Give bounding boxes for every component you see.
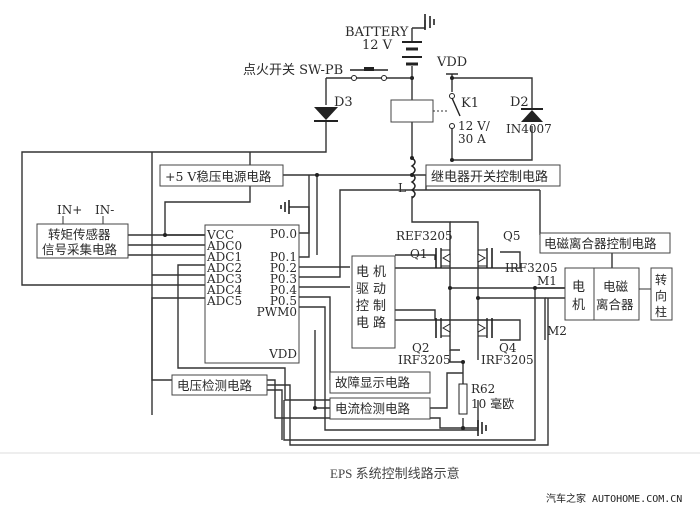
r62-label: R62 <box>471 382 495 396</box>
clutch-box <box>593 267 640 321</box>
pin-p05: P0.5 <box>270 294 297 308</box>
pin-adc3: ADC3 <box>206 272 242 286</box>
motor-char: 电 <box>572 280 585 295</box>
q4-label: Q4 <box>499 341 517 355</box>
q4-part: IRF3205 <box>481 353 534 367</box>
mosfet-q5 <box>477 248 493 268</box>
torque-sensor-label-1: 转矩传感器 <box>48 227 111 242</box>
relay-control-circuit-label: 继电器开关控制电路 <box>431 169 548 185</box>
voltage-detect-box <box>171 374 268 396</box>
diode-d2-label: D2 <box>510 95 529 110</box>
battery-voltage: 12 V <box>362 38 393 53</box>
resistor-r62 <box>458 383 468 415</box>
mcu-right-pins: P0.0 P0.1 P0.2 P0.3 P0.4 P0.5 PWM0 VDD <box>257 227 298 361</box>
motor-drive-control-box <box>351 255 396 349</box>
steering-char: 向 <box>655 288 667 303</box>
motor-drive-char: 电 <box>356 316 369 331</box>
regulator-box <box>159 164 284 187</box>
pin-vdd: VDD <box>268 347 297 361</box>
motor-drive-char: 动 <box>373 282 386 297</box>
pin-p00: P0.0 <box>270 227 297 241</box>
mosfet-q1 <box>435 248 451 268</box>
relay-switch-k1 <box>449 93 461 129</box>
mosfet-q2 <box>435 318 451 338</box>
diode-d3-label: D3 <box>334 95 353 110</box>
motor-drive-char: 驱 <box>356 282 369 297</box>
q5-label: Q5 <box>503 229 520 243</box>
pin-p01: P0.1 <box>270 250 297 264</box>
motor-drive-control-label: 电 机 驱 动 控 制 电 路 <box>356 265 386 331</box>
clutch-label-1: 电磁 <box>603 279 629 294</box>
diode-d3-symbol <box>314 107 338 122</box>
inductor-l <box>410 157 416 199</box>
fault-display-box <box>329 371 431 394</box>
watermark: 汽车之家 AUTOHOME.COM.CN <box>546 492 682 505</box>
pin-p04: P0.4 <box>270 283 298 297</box>
inductor-label: L <box>398 181 406 195</box>
steering-char: 转 <box>655 272 667 287</box>
diode-d2-part: IN4007 <box>506 122 552 136</box>
pin-p03: P0.3 <box>270 272 297 286</box>
q1-part: REF3205 <box>396 229 453 243</box>
ignition-switch-symbol <box>350 67 388 81</box>
diode-d2-symbol <box>521 108 543 122</box>
q5-part: IRF3205 <box>505 261 558 275</box>
ground-icon <box>477 420 487 436</box>
relay-coil <box>390 99 434 123</box>
voltage-detect-label: 电压检测电路 <box>177 378 253 393</box>
mcu-left-pins: VCC ADC0 ADC1 ADC2 ADC3 ADC4 ADC5 <box>206 228 242 308</box>
motor-drive-char: 控 <box>356 299 369 314</box>
ground-icon <box>424 14 435 30</box>
pin-vcc: VCC <box>206 228 234 242</box>
motor-char: 机 <box>572 298 585 313</box>
battery-label: BATTERY <box>345 25 409 40</box>
q2-label: Q2 <box>412 341 429 355</box>
torque-sensor-label-2: 信号采集电路 <box>42 242 118 257</box>
steering-char: 柱 <box>655 304 667 319</box>
motor-drive-char: 机 <box>373 265 386 280</box>
fault-display-label: 故障显示电路 <box>335 375 411 390</box>
input-plus-label: IN+ <box>57 203 82 217</box>
ground-icon <box>280 200 290 214</box>
pin-adc1: ADC1 <box>206 250 242 264</box>
pin-adc4: ADC4 <box>206 283 242 297</box>
current-detect-label: 电流检测电路 <box>335 401 411 416</box>
mosfet-q4 <box>477 318 493 338</box>
clutch-control-label: 电磁离合器控制电路 <box>544 236 657 251</box>
pin-pwm0: PWM0 <box>257 305 297 319</box>
relay-rating-2: 30 A <box>458 132 486 146</box>
relay-control-circuit-box <box>425 164 561 187</box>
pin-p02: P0.2 <box>270 261 297 275</box>
clutch-label-2: 离合器 <box>596 297 634 312</box>
q2-part: IRF3205 <box>398 353 451 367</box>
pin-adc0: ADC0 <box>206 239 242 253</box>
motor-drive-char: 路 <box>373 315 386 331</box>
pin-adc5: ADC5 <box>206 294 242 308</box>
current-detect-box <box>329 397 431 420</box>
input-minus-label: IN- <box>95 203 114 217</box>
vdd-label-top: VDD <box>436 55 467 70</box>
motor-drive-char: 制 <box>373 299 386 314</box>
m1-label: M1 <box>537 274 557 288</box>
ignition-switch-label: 点火开关 SW-PB <box>243 63 343 78</box>
relay-rating-1: 12 V/ <box>458 119 491 133</box>
q1-label: Q1 <box>410 247 427 261</box>
figure-caption: EPS 系统控制线路示意 <box>330 466 460 481</box>
clutch-control-box <box>539 232 671 254</box>
pin-adc2: ADC2 <box>206 261 242 275</box>
relay-k1-label: K1 <box>461 96 479 111</box>
mcu-box <box>204 224 300 364</box>
r62-value: 10 毫欧 <box>471 396 514 411</box>
regulator-label: +5 V稳压电源电路 <box>165 169 272 184</box>
steering-column-box <box>650 267 673 321</box>
motor-drive-char: 电 <box>356 265 369 280</box>
torque-sensor-box <box>36 223 129 259</box>
battery-symbol <box>402 41 422 66</box>
m2-label: M2 <box>547 324 567 338</box>
